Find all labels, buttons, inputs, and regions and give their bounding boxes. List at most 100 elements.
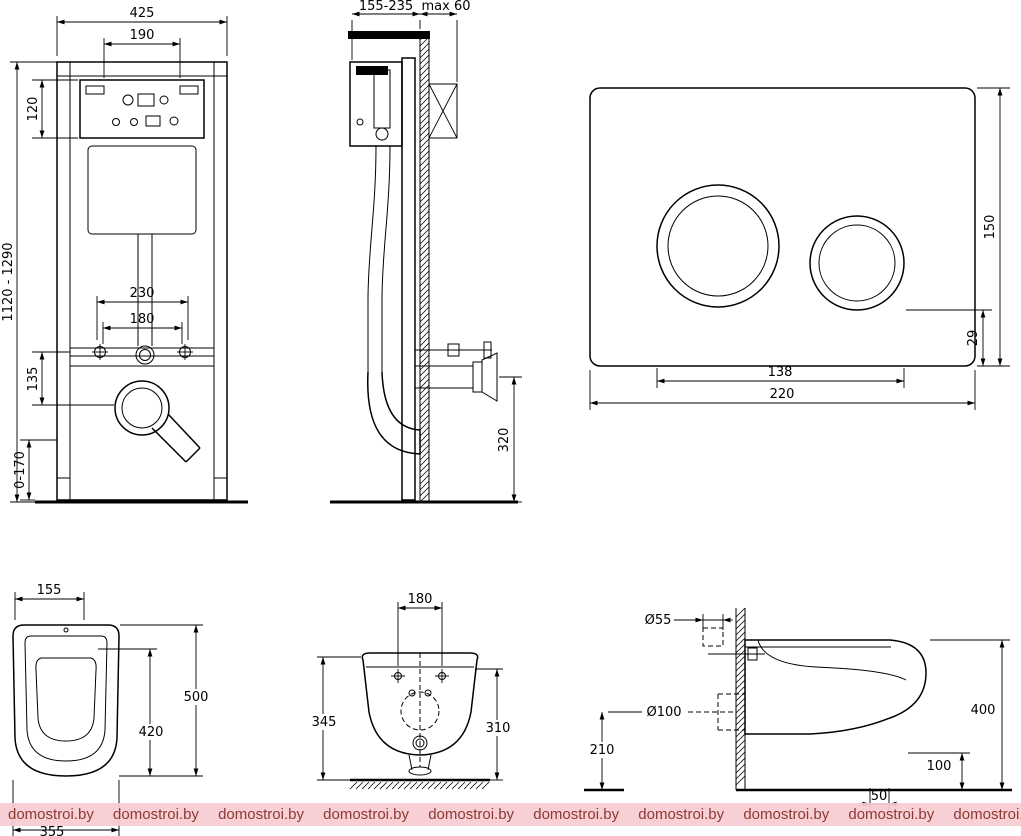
- dim-arrowhead: [997, 88, 1003, 96]
- bowl-front-view: 180 345 310: [307, 592, 515, 790]
- dim-arrowhead: [15, 596, 23, 602]
- hatch-line: [419, 228, 430, 239]
- dim-arrowhead: [420, 11, 428, 17]
- hatch-line: [419, 396, 430, 407]
- hatch-line: [419, 480, 430, 491]
- bowl-side-view: Ø55 Ø100 210 400 100 50: [584, 607, 1012, 810]
- dim-label-outlet-drop: 135: [26, 367, 41, 392]
- hatch-line: [419, 66, 430, 77]
- top-wall-bracket: [348, 31, 430, 39]
- dim-label-frame-height: 1120 - 1290: [1, 242, 16, 321]
- dim-arrowhead: [147, 768, 153, 776]
- dim-arrowhead: [980, 310, 986, 318]
- hatch-line: [735, 727, 746, 738]
- hatch-line: [419, 174, 430, 185]
- hatch-line: [391, 781, 400, 790]
- hatch-line: [481, 781, 490, 790]
- hatch-line: [451, 781, 460, 790]
- dim-label-plate-width: 220: [770, 387, 795, 402]
- bowl-top-outline: [12, 624, 120, 777]
- flush-plate-view: 150 29 138 220: [589, 87, 1010, 410]
- hatch-line: [419, 336, 430, 347]
- wall-bracket: [428, 83, 458, 139]
- hatch-line: [419, 258, 430, 269]
- dim-arrowhead: [599, 782, 605, 790]
- dim-arrowhead: [104, 41, 112, 47]
- dimension-210: 210: [585, 711, 642, 790]
- dimension-345: 345: [307, 656, 361, 781]
- hatch-line: [735, 619, 746, 630]
- dim-label-bowl-fixing-spacing: 180: [408, 592, 433, 607]
- flush-valve: [373, 69, 391, 129]
- dim-arrowhead: [320, 657, 326, 665]
- dim-arrowhead: [511, 377, 517, 385]
- bowl-front-outline: [361, 652, 479, 776]
- flush-pipe-and-fixings: [70, 234, 214, 367]
- dim-arrowhead: [97, 299, 105, 305]
- dim-label-pad-depth: 50: [871, 789, 888, 804]
- hatch-line: [419, 402, 430, 413]
- hatch-line: [419, 240, 430, 251]
- hatch-line: [419, 366, 430, 377]
- hatch-line: [439, 781, 448, 790]
- hatch-line: [419, 360, 430, 371]
- watermark-text: domostroi.by: [428, 806, 515, 823]
- hatch-line: [735, 757, 746, 768]
- hatch-line: [735, 649, 746, 660]
- dim-label-leg-adjust: 0-170: [13, 451, 28, 489]
- hatch-line: [419, 270, 430, 281]
- outlet-bend: [367, 371, 421, 455]
- frame-side-structure: [349, 57, 421, 501]
- watermark-text: domostroi.by: [218, 806, 304, 823]
- dim-arrowhead: [103, 325, 111, 331]
- hatch-line: [419, 60, 430, 71]
- hatch-line: [735, 697, 746, 708]
- dim-label-bowl-height-right: 310: [486, 721, 511, 736]
- dimension-100: 100: [908, 752, 970, 790]
- dimension-500: 500: [119, 624, 213, 777]
- dimension-0-170: 0-170: [13, 439, 57, 501]
- dimension-155: 155: [14, 583, 85, 620]
- dim-label-frame-total-width: 425: [130, 6, 155, 21]
- dim-arrowhead: [39, 397, 45, 405]
- hatch-line: [419, 210, 430, 221]
- dimension-230: 230: [96, 286, 189, 340]
- hatch-line: [419, 312, 430, 323]
- hatch-line: [419, 324, 430, 335]
- hatch-line: [419, 126, 430, 137]
- dimension-180: 180: [102, 312, 183, 344]
- hatch-line: [735, 679, 746, 690]
- hatch-line: [419, 150, 430, 161]
- hatch-line: [735, 613, 746, 624]
- hatch-line: [409, 781, 418, 790]
- hatch-line: [735, 721, 746, 732]
- hatch-line: [419, 420, 430, 431]
- watermark-text: domostroi.by: [8, 806, 94, 823]
- dim-arrowhead: [398, 605, 406, 611]
- hatch-line: [419, 282, 430, 293]
- hatch-line: [419, 72, 430, 83]
- hatch-line: [735, 703, 746, 714]
- hatch-line: [419, 102, 430, 113]
- hatch-line: [419, 234, 430, 245]
- hatch-line: [421, 781, 430, 790]
- hatch-line: [419, 462, 430, 473]
- dim-arrowhead: [174, 325, 182, 331]
- watermark-text: domostroi.by: [323, 806, 410, 823]
- hatch-line: [373, 781, 382, 790]
- dim-arrowhead: [14, 494, 20, 502]
- dim-arrowhead: [999, 782, 1005, 790]
- hatch-line: [419, 162, 430, 173]
- dim-arrowhead: [39, 80, 45, 88]
- dim-arrowhead: [434, 605, 442, 611]
- dim-arrowhead: [412, 11, 420, 17]
- dim-arrowhead: [999, 640, 1005, 648]
- hatch-line: [735, 733, 746, 744]
- dim-label-outlet-height: 320: [497, 428, 512, 453]
- hatch-line: [463, 781, 472, 790]
- hatch-line: [367, 781, 376, 790]
- hatch-line: [419, 48, 430, 59]
- watermark-band: domostroi.by domostroi.by domostroi.by d…: [0, 803, 1021, 826]
- dim-label-bowl-height-left: 345: [312, 715, 337, 730]
- hatch-line: [419, 456, 430, 467]
